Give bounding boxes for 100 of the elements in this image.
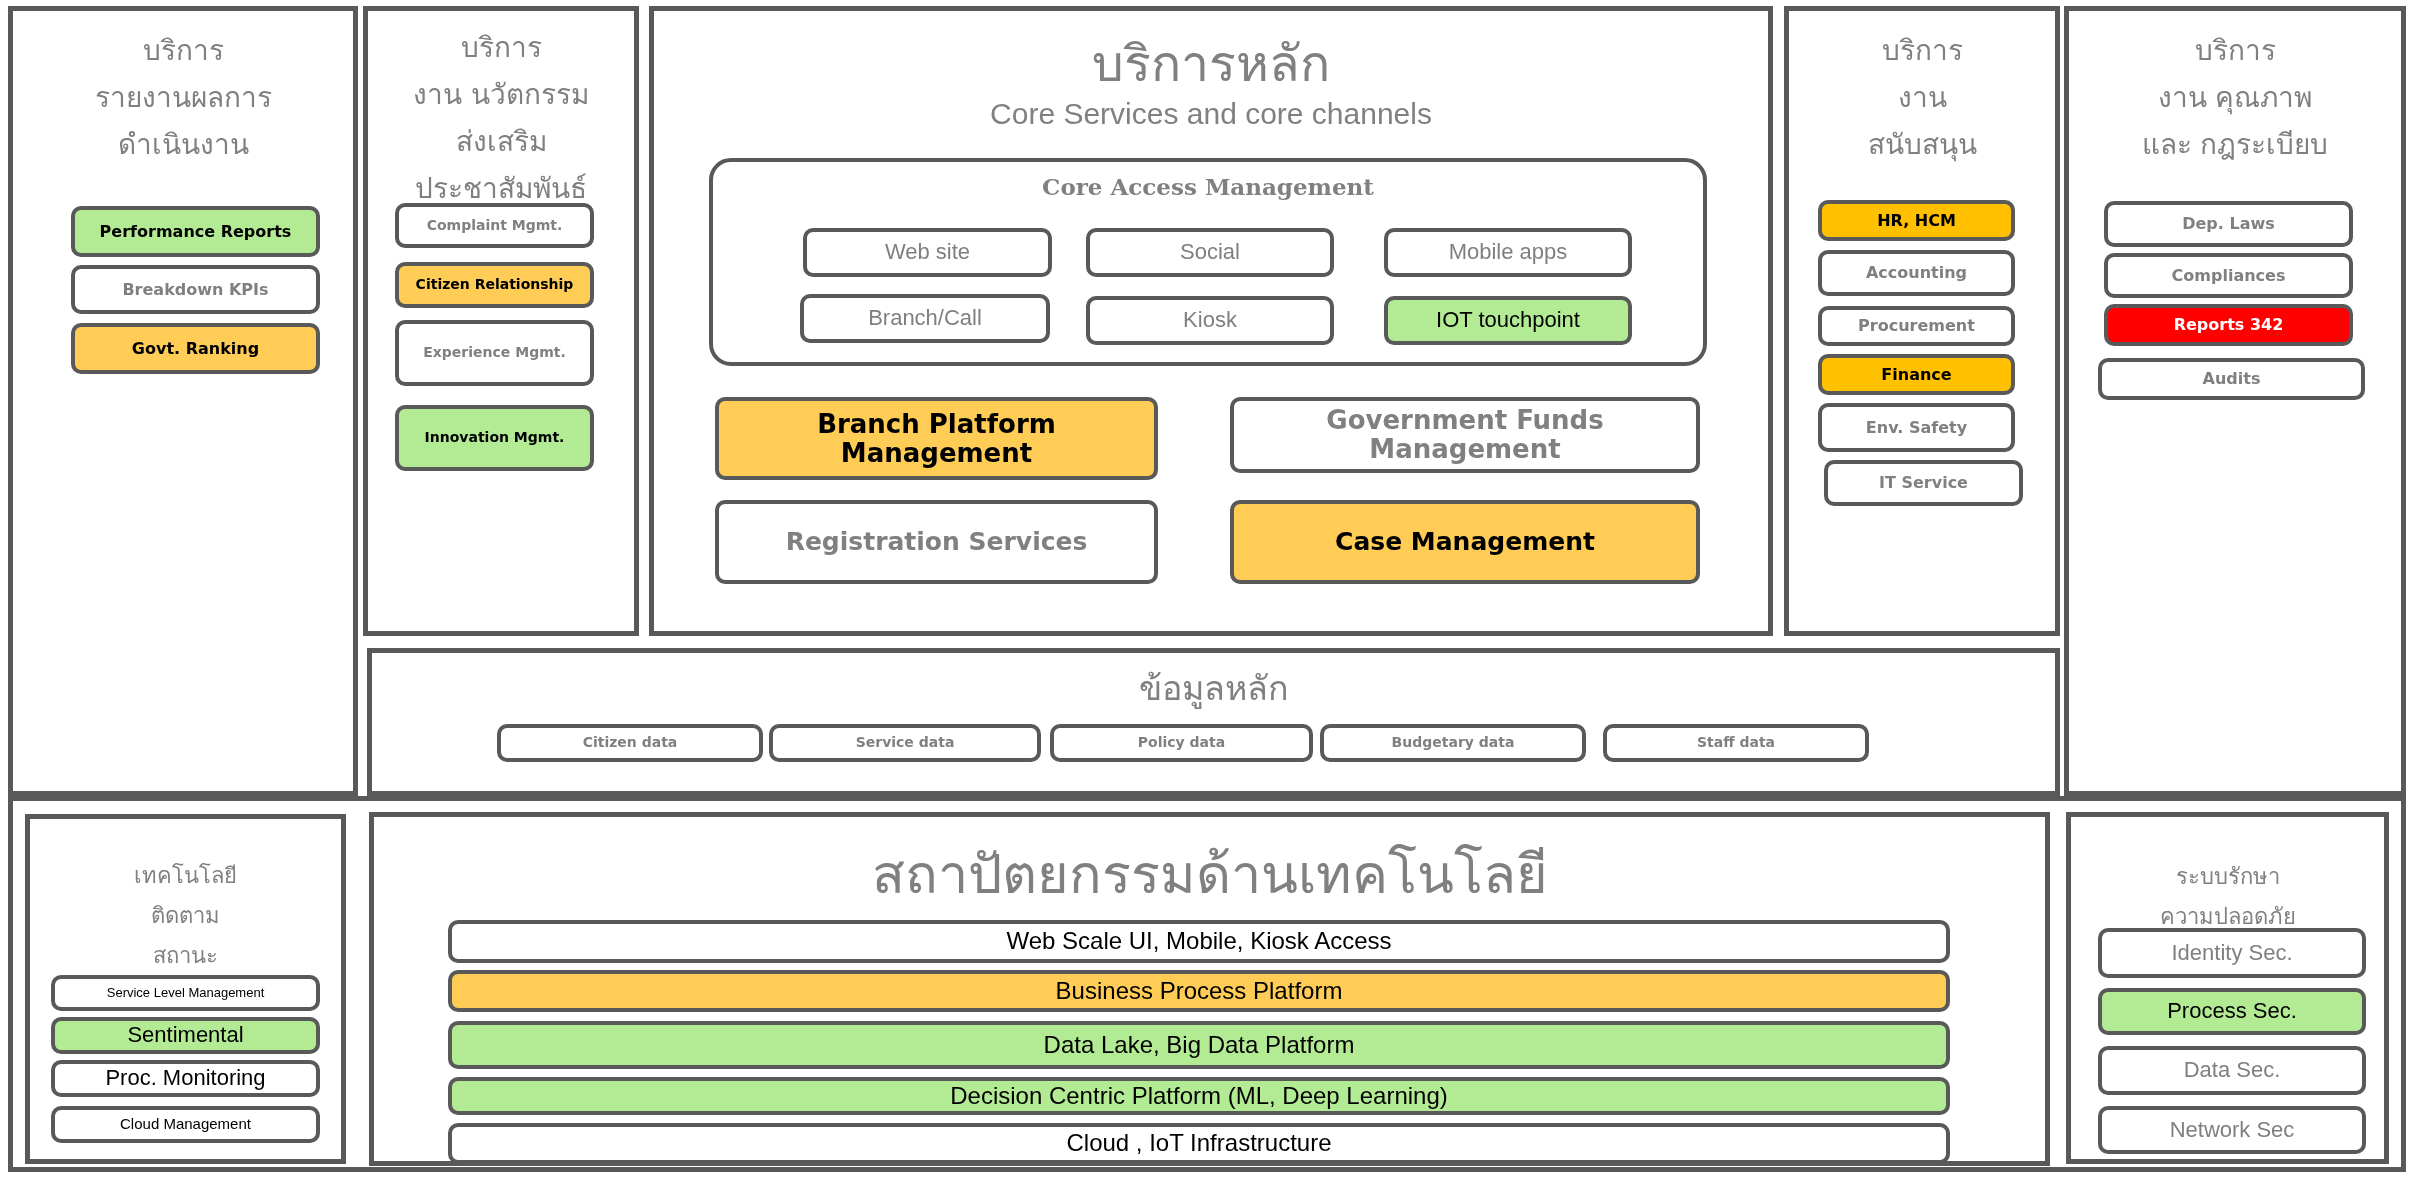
box-label: Dep. Laws	[2182, 215, 2275, 233]
box-label: Decision Centric Platform (ML, Deep Learning)	[950, 1082, 1448, 1110]
section-panel	[25, 814, 346, 1164]
section-panel	[2064, 6, 2406, 796]
layer-box	[803, 228, 1052, 277]
service-box	[2104, 304, 2353, 346]
service-box	[1818, 200, 2015, 241]
box-label: Accounting	[1865, 264, 1968, 282]
section-heading: ส่งเสริม	[455, 124, 547, 160]
section-heading: Core Access Management	[1042, 172, 1374, 202]
section-heading: งาน คุณภาพ	[2157, 80, 2313, 117]
layer-box	[51, 1060, 320, 1097]
service-box	[1230, 500, 1700, 584]
service-box	[71, 323, 320, 374]
box-label: Complaint Mgmt.	[426, 217, 563, 234]
box-label: Innovation Mgmt.	[424, 430, 565, 446]
layer-box	[2098, 1046, 2366, 1095]
layer-box	[1086, 296, 1334, 345]
service-box	[1050, 724, 1313, 762]
layer-box	[448, 1021, 1950, 1069]
section-heading: Core Services and core channels	[990, 96, 1432, 132]
layer-box	[2098, 1106, 2366, 1154]
box-label: Government Funds Management	[1325, 406, 1605, 464]
box-label: Branch/Call	[868, 306, 982, 331]
box-label: Identity Sec.	[2171, 940, 2293, 966]
layer-box	[448, 1077, 1950, 1115]
section-heading: ติดตาม	[151, 902, 220, 930]
box-label: Data Lake, Big Data Platform	[1043, 1031, 1355, 1059]
box-label: Citizen Relationship	[415, 277, 574, 293]
box-label: Staff data	[1696, 735, 1775, 751]
section-panel	[8, 796, 2406, 1172]
service-box	[2098, 358, 2365, 400]
box-label: Proc. Monitoring	[105, 1066, 266, 1091]
section-panel	[8, 6, 358, 796]
section-heading: ประชาสัมพันธ์	[415, 171, 587, 207]
box-label: Citizen data	[582, 735, 678, 751]
box-label: Branch Platform Management	[816, 409, 1057, 468]
box-label: IT Service	[1879, 474, 1968, 492]
service-box	[71, 265, 320, 314]
layer-box	[1086, 228, 1334, 277]
service-box	[2104, 253, 2353, 298]
section-heading: บริการ	[142, 33, 224, 69]
box-label: Finance	[1881, 365, 1952, 384]
section-heading: สถานะ	[153, 942, 218, 970]
layer-box	[2098, 988, 2366, 1035]
section-heading: บริการ	[460, 30, 542, 66]
box-label: Sentimental	[127, 1023, 244, 1048]
box-label: Case Management	[1335, 528, 1595, 556]
box-label: Performance Reports	[99, 222, 292, 241]
section-heading: สถาปัตยกรรมด้านเทคโนโลยี	[871, 845, 1548, 905]
section-heading: ดำเนินงาน	[117, 127, 249, 163]
box-label: Breakdown KPIs	[122, 280, 269, 299]
box-label: Mobile apps	[1448, 240, 1568, 265]
section-heading: เทคโนโลยี	[134, 862, 237, 890]
layer-box	[1384, 228, 1632, 277]
box-label: Cloud Management	[120, 1116, 251, 1133]
box-label: Kiosk	[1183, 308, 1237, 333]
box-label: Audits	[2202, 370, 2261, 388]
service-box	[769, 724, 1041, 762]
section-panel	[369, 812, 2050, 1166]
service-box	[1824, 460, 2023, 506]
service-box	[395, 320, 594, 386]
box-label: Compliances	[2171, 266, 2286, 285]
layer-box	[2098, 928, 2366, 978]
section-panel	[367, 648, 2060, 796]
box-label: Service Level Management	[106, 985, 265, 1001]
layer-box	[448, 920, 1950, 963]
layer-box	[448, 970, 1950, 1012]
box-label: Cloud , IoT Infrastructure	[1066, 1130, 1332, 1157]
box-label: Web site	[884, 240, 971, 265]
box-label: Data Sec.	[2183, 1058, 2281, 1083]
layer-box	[800, 294, 1050, 343]
box-label: Budgetary data	[1391, 735, 1515, 751]
service-box	[715, 397, 1158, 480]
section-heading: บริการ	[1881, 33, 1963, 69]
service-box	[71, 206, 320, 257]
box-label: Service data	[855, 735, 955, 751]
section-heading: รายงานผลการ	[94, 80, 272, 116]
group-panel	[709, 158, 1707, 366]
layer-box	[51, 975, 320, 1011]
layer-box	[1384, 296, 1632, 345]
service-box	[1320, 724, 1586, 762]
section-heading: ความปลอดภัย	[2159, 903, 2296, 931]
section-heading: บริการหลัก	[1092, 39, 1330, 89]
box-label: Env. Safety	[1865, 418, 1968, 437]
layer-box	[448, 1123, 1950, 1164]
box-label: Reports 342	[2173, 316, 2284, 334]
service-box	[395, 405, 594, 471]
section-heading: สนับสนุน	[1867, 127, 1977, 164]
box-label: HR, HCM	[1877, 211, 1956, 230]
service-box	[1818, 403, 2015, 452]
service-box	[395, 262, 594, 308]
service-box	[1818, 306, 2015, 346]
service-box	[715, 500, 1158, 584]
service-box	[497, 724, 763, 762]
section-heading: และ กฎระเบียบ	[2141, 127, 2329, 163]
section-panel	[363, 6, 639, 636]
box-label: Process Sec.	[2167, 999, 2297, 1024]
service-box	[1818, 354, 2015, 395]
box-label: Social	[1180, 240, 1240, 265]
